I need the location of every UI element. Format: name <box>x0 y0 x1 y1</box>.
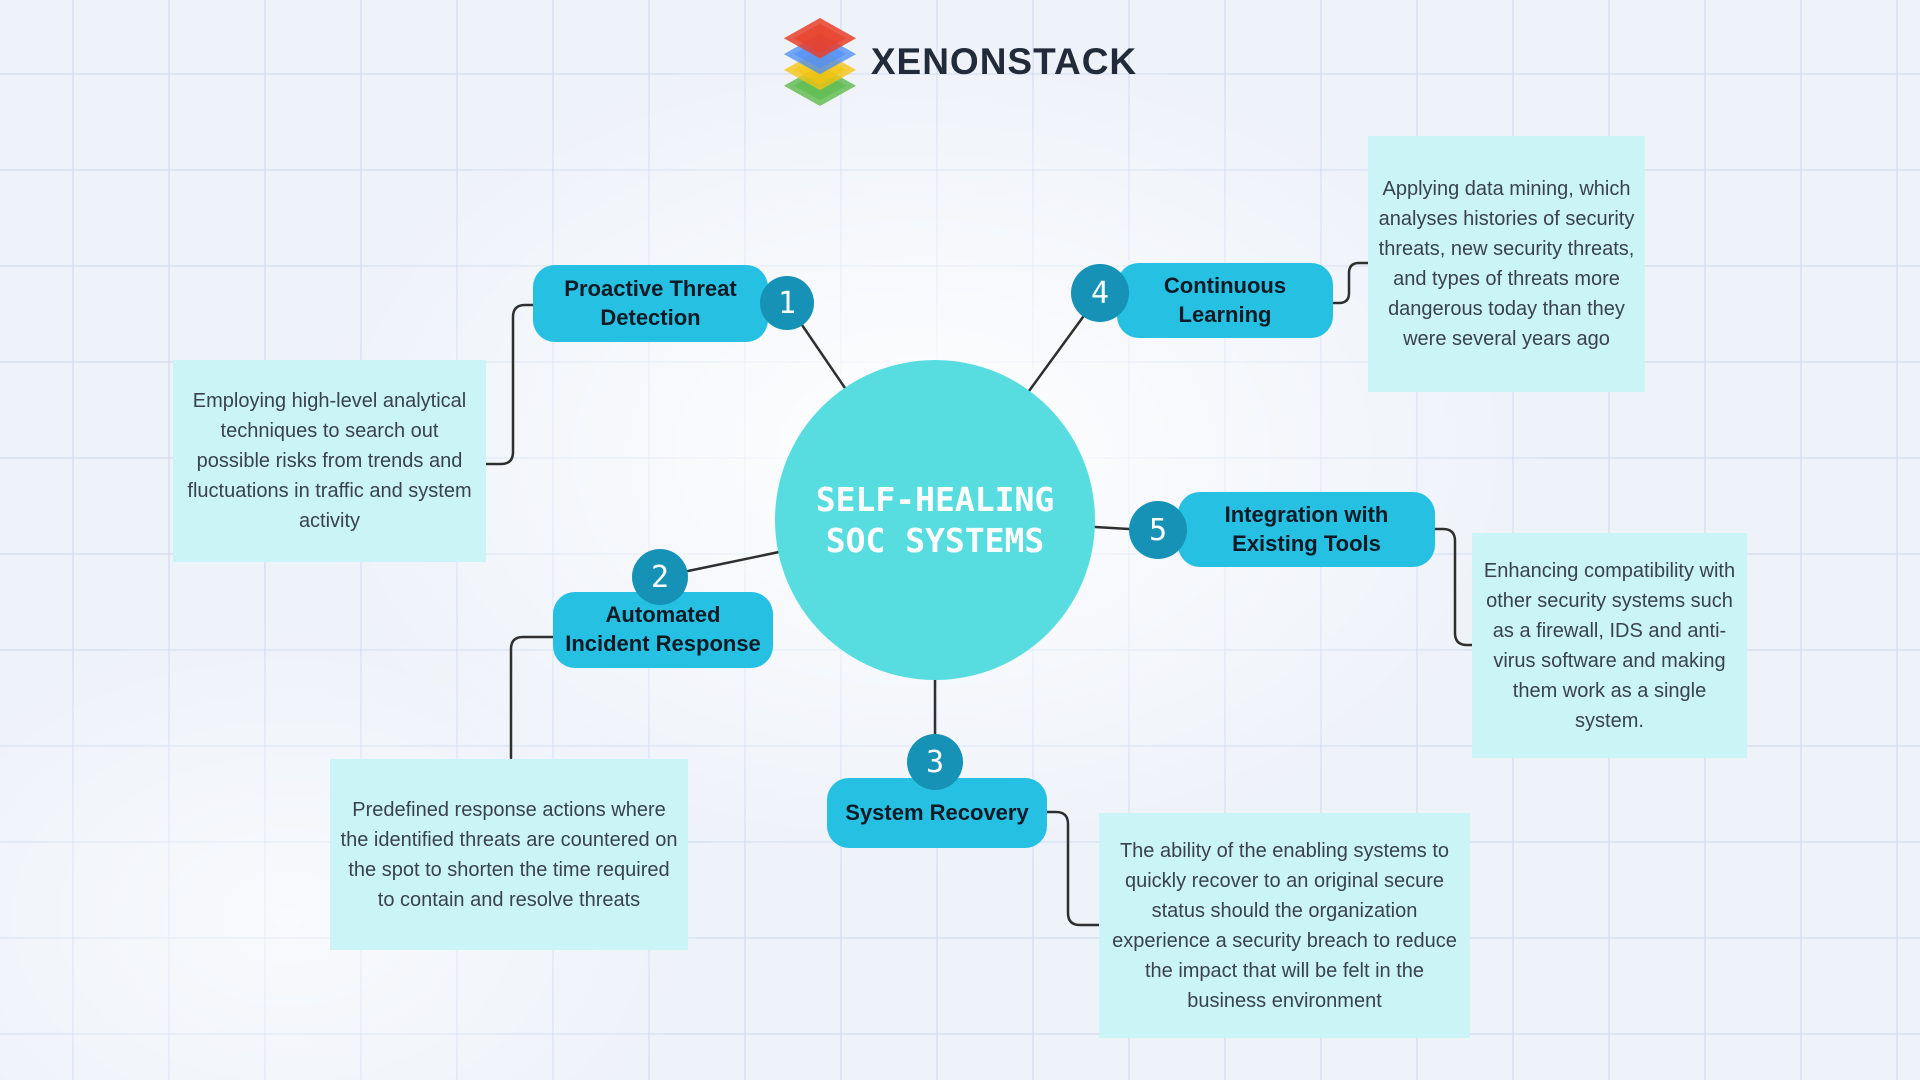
node-badge-3: 3 <box>907 734 963 790</box>
node-badge-1: 1 <box>760 276 814 330</box>
node-label: Proactive Threat Detection <box>564 275 737 330</box>
connector-pill4-box4 <box>1331 261 1370 305</box>
description-text: The ability of the enabling systems to q… <box>1112 839 1457 1012</box>
description-box-automated-incident-response: Predefined response actions where the id… <box>330 759 688 950</box>
node-label: Continuous Learning <box>1163 272 1287 327</box>
description-text: Employing high-level analytical techniqu… <box>187 390 472 532</box>
node-pill-proactive-threat-detection: Proactive Threat Detection <box>533 265 768 342</box>
connector-pill2-box2 <box>509 635 558 760</box>
badge-number: 1 <box>777 285 797 321</box>
description-text: Predefined response actions where the id… <box>340 798 678 911</box>
connector-box1-pill1 <box>484 303 536 466</box>
connector-pill5-box5 <box>1433 527 1474 647</box>
connector-circle-badge5 <box>1093 525 1131 531</box>
description-text: Enhancing compatibility with other secur… <box>1483 559 1736 732</box>
center-title-line2: SOC SYSTEMS <box>825 521 1045 560</box>
connector-badge2-circle <box>686 550 781 573</box>
badge-number: 4 <box>1090 275 1110 311</box>
node-label: System Recovery <box>845 799 1029 825</box>
node-pill-continuous-learning: Continuous Learning <box>1117 263 1333 338</box>
center-circle: SELF-HEALING SOC SYSTEMS <box>775 360 1095 680</box>
description-text: Applying data mining, which analyses his… <box>1378 178 1635 350</box>
brand-name: XENONSTACK <box>870 41 1138 82</box>
center-title: SELF-HEALING SOC SYSTEMS <box>816 479 1054 562</box>
center-title-line1: SELF-HEALING <box>815 479 1055 519</box>
brand-header: XENONSTACK <box>0 18 1920 106</box>
badge-number: 3 <box>925 744 945 780</box>
node-badge-4: 4 <box>1071 264 1129 322</box>
description-box-system-recovery: The ability of the enabling systems to q… <box>1099 813 1470 1038</box>
badge-number: 2 <box>650 559 670 595</box>
description-box-integration-with-existing-tools: Enhancing compatibility with other secur… <box>1472 533 1747 758</box>
node-pill-integration-with-existing-tools: Integration with Existing Tools <box>1178 492 1435 567</box>
connector-badge4-circle <box>1027 315 1085 393</box>
connector-pill3-box3 <box>1045 810 1101 927</box>
node-label: Automated Incident Response <box>565 602 761 656</box>
description-box-proactive-threat-detection: Employing high-level analytical techniqu… <box>173 360 486 562</box>
node-label: Integration with Existing Tools <box>1224 501 1389 556</box>
node-badge-5: 5 <box>1129 501 1187 559</box>
node-badge-2: 2 <box>632 549 688 605</box>
description-box-continuous-learning: Applying data mining, which analyses his… <box>1368 136 1645 392</box>
connector-badge1-circle <box>800 323 847 390</box>
badge-number: 5 <box>1148 512 1168 548</box>
xenonstack-logo-icon <box>783 18 857 106</box>
